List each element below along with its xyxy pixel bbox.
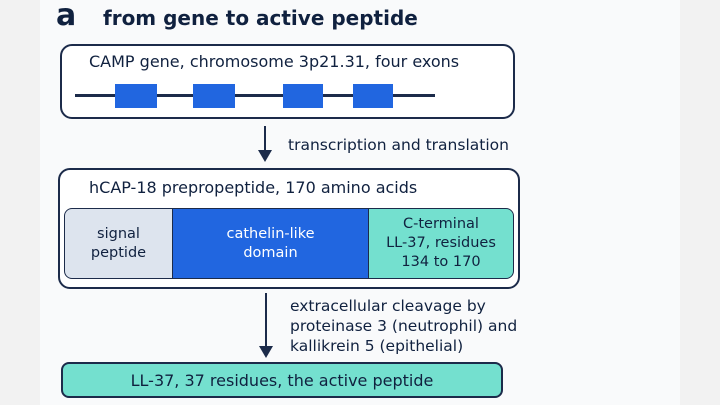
arrow-2-head: [259, 346, 273, 358]
segment-cathelin-line-1: cathelin-like: [226, 225, 315, 242]
panel-letter: a: [56, 0, 77, 33]
segment-cathelin-domain: cathelin-like domain: [173, 208, 368, 279]
prepropeptide-title: hCAP-18 prepropeptide, 170 amino acids: [89, 178, 418, 197]
segment-signal-peptide: signal peptide: [64, 208, 173, 279]
final-peptide-label: LL-37, 37 residues, the active peptide: [130, 370, 434, 390]
segment-signal-line-2: peptide: [90, 244, 147, 261]
step-2-label: extracellular cleavage by proteinase 3 (…: [290, 296, 517, 356]
segment-cterm-line-1: C-terminal: [403, 216, 479, 232]
segment-cterm-line-3: 134 to 170: [401, 254, 481, 270]
segment-cathelin-line-2: domain: [243, 244, 298, 261]
step-1-label: transcription and translation: [288, 136, 509, 154]
step-2-line-2: proteinase 3 (neutrophil) and: [290, 317, 518, 335]
exon-3: [283, 84, 323, 108]
final-peptide-box: LL-37, 37 residues, the active peptide: [61, 362, 503, 398]
segment-c-terminal: C-terminal LL-37, residues 134 to 170: [368, 208, 514, 279]
arrow-2-shaft: [265, 293, 267, 347]
arrow-1-shaft: [264, 126, 266, 150]
step-2-line-3: kallikrein 5 (epithelial): [290, 337, 464, 355]
gene-strand-line: [75, 94, 435, 97]
step-2-line-1: extracellular cleavage by: [290, 297, 486, 315]
exon-4: [353, 84, 393, 108]
panel-title: from gene to active peptide: [103, 6, 418, 30]
arrow-1-head: [258, 150, 272, 162]
gene-label: CAMP gene, chromosome 3p21.31, four exon…: [89, 52, 460, 71]
segment-signal-line-1: signal: [97, 225, 140, 242]
exon-1: [115, 84, 157, 108]
exon-2: [193, 84, 235, 108]
segment-cterm-line-2: LL-37, residues: [386, 235, 496, 251]
